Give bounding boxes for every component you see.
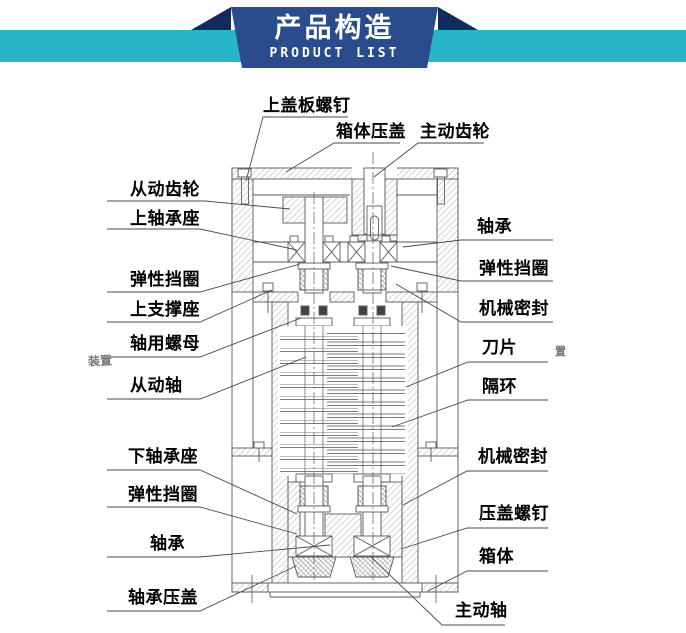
part-label-gland-screw: 压盖螺钉 — [479, 504, 549, 524]
page-subtitle: PRODUCT LIST — [269, 45, 400, 61]
part-label-driving-gear: 主动齿轮 — [420, 122, 490, 142]
upper-support-plate — [252, 291, 299, 303]
part-label-driven-shaft: 从动轴 — [130, 376, 183, 396]
page-title: 产品构造 — [274, 13, 395, 45]
part-label-circlip-lower-left: 弹性挡圈 — [128, 485, 198, 505]
part-label-upper-support-seat: 上支撑座 — [130, 300, 200, 320]
upper-bearings — [287, 235, 398, 263]
part-label-mechanical-seal-upper: 机械密封 — [479, 299, 549, 319]
watermark-right: 置 — [555, 345, 566, 358]
watermark-left: 装置 — [87, 353, 113, 369]
part-label-mechanical-seal-lower: 机械密封 — [478, 447, 548, 467]
part-label-bearing-right: 轴承 — [477, 217, 512, 237]
part-label-bearing-cover: 轴承压盖 — [128, 588, 198, 608]
part-label-circlip-upper-left: 弹性挡圈 — [130, 270, 200, 290]
upper-seals — [297, 262, 389, 316]
machine-geometry — [231, 152, 459, 603]
part-label-top-cover-screw: 上盖板螺钉 — [263, 96, 351, 116]
driving-gear-shape — [351, 167, 398, 245]
lower-seals — [297, 485, 389, 513]
part-label-circlip-right: 弹性挡圈 — [479, 259, 549, 279]
part-label-spacer-ring: 隔环 — [482, 377, 517, 397]
part-label-upper-bearing-seat: 上轴承座 — [130, 209, 200, 229]
part-label-housing-gland: 箱体压盖 — [336, 122, 406, 142]
banner-ribbon: 产品构造 PRODUCT LIST — [231, 7, 438, 68]
leader-lines — [107, 116, 553, 626]
top-cover-plate — [231, 167, 459, 180]
part-label-lower-bearing-seat: 下轴承座 — [128, 447, 198, 467]
part-label-shaft-nut: 轴用螺母 — [130, 334, 200, 354]
part-label-blade: 刀片 — [482, 338, 517, 358]
bearing-cover-right-shape — [349, 556, 395, 578]
part-label-driving-shaft: 主动轴 — [455, 601, 508, 621]
part-label-bearing-left: 轴承 — [150, 534, 185, 554]
part-label-driven-gear: 从动齿轮 — [130, 180, 200, 200]
part-label-housing-body: 箱体 — [479, 547, 514, 567]
blade-stack — [278, 317, 408, 483]
